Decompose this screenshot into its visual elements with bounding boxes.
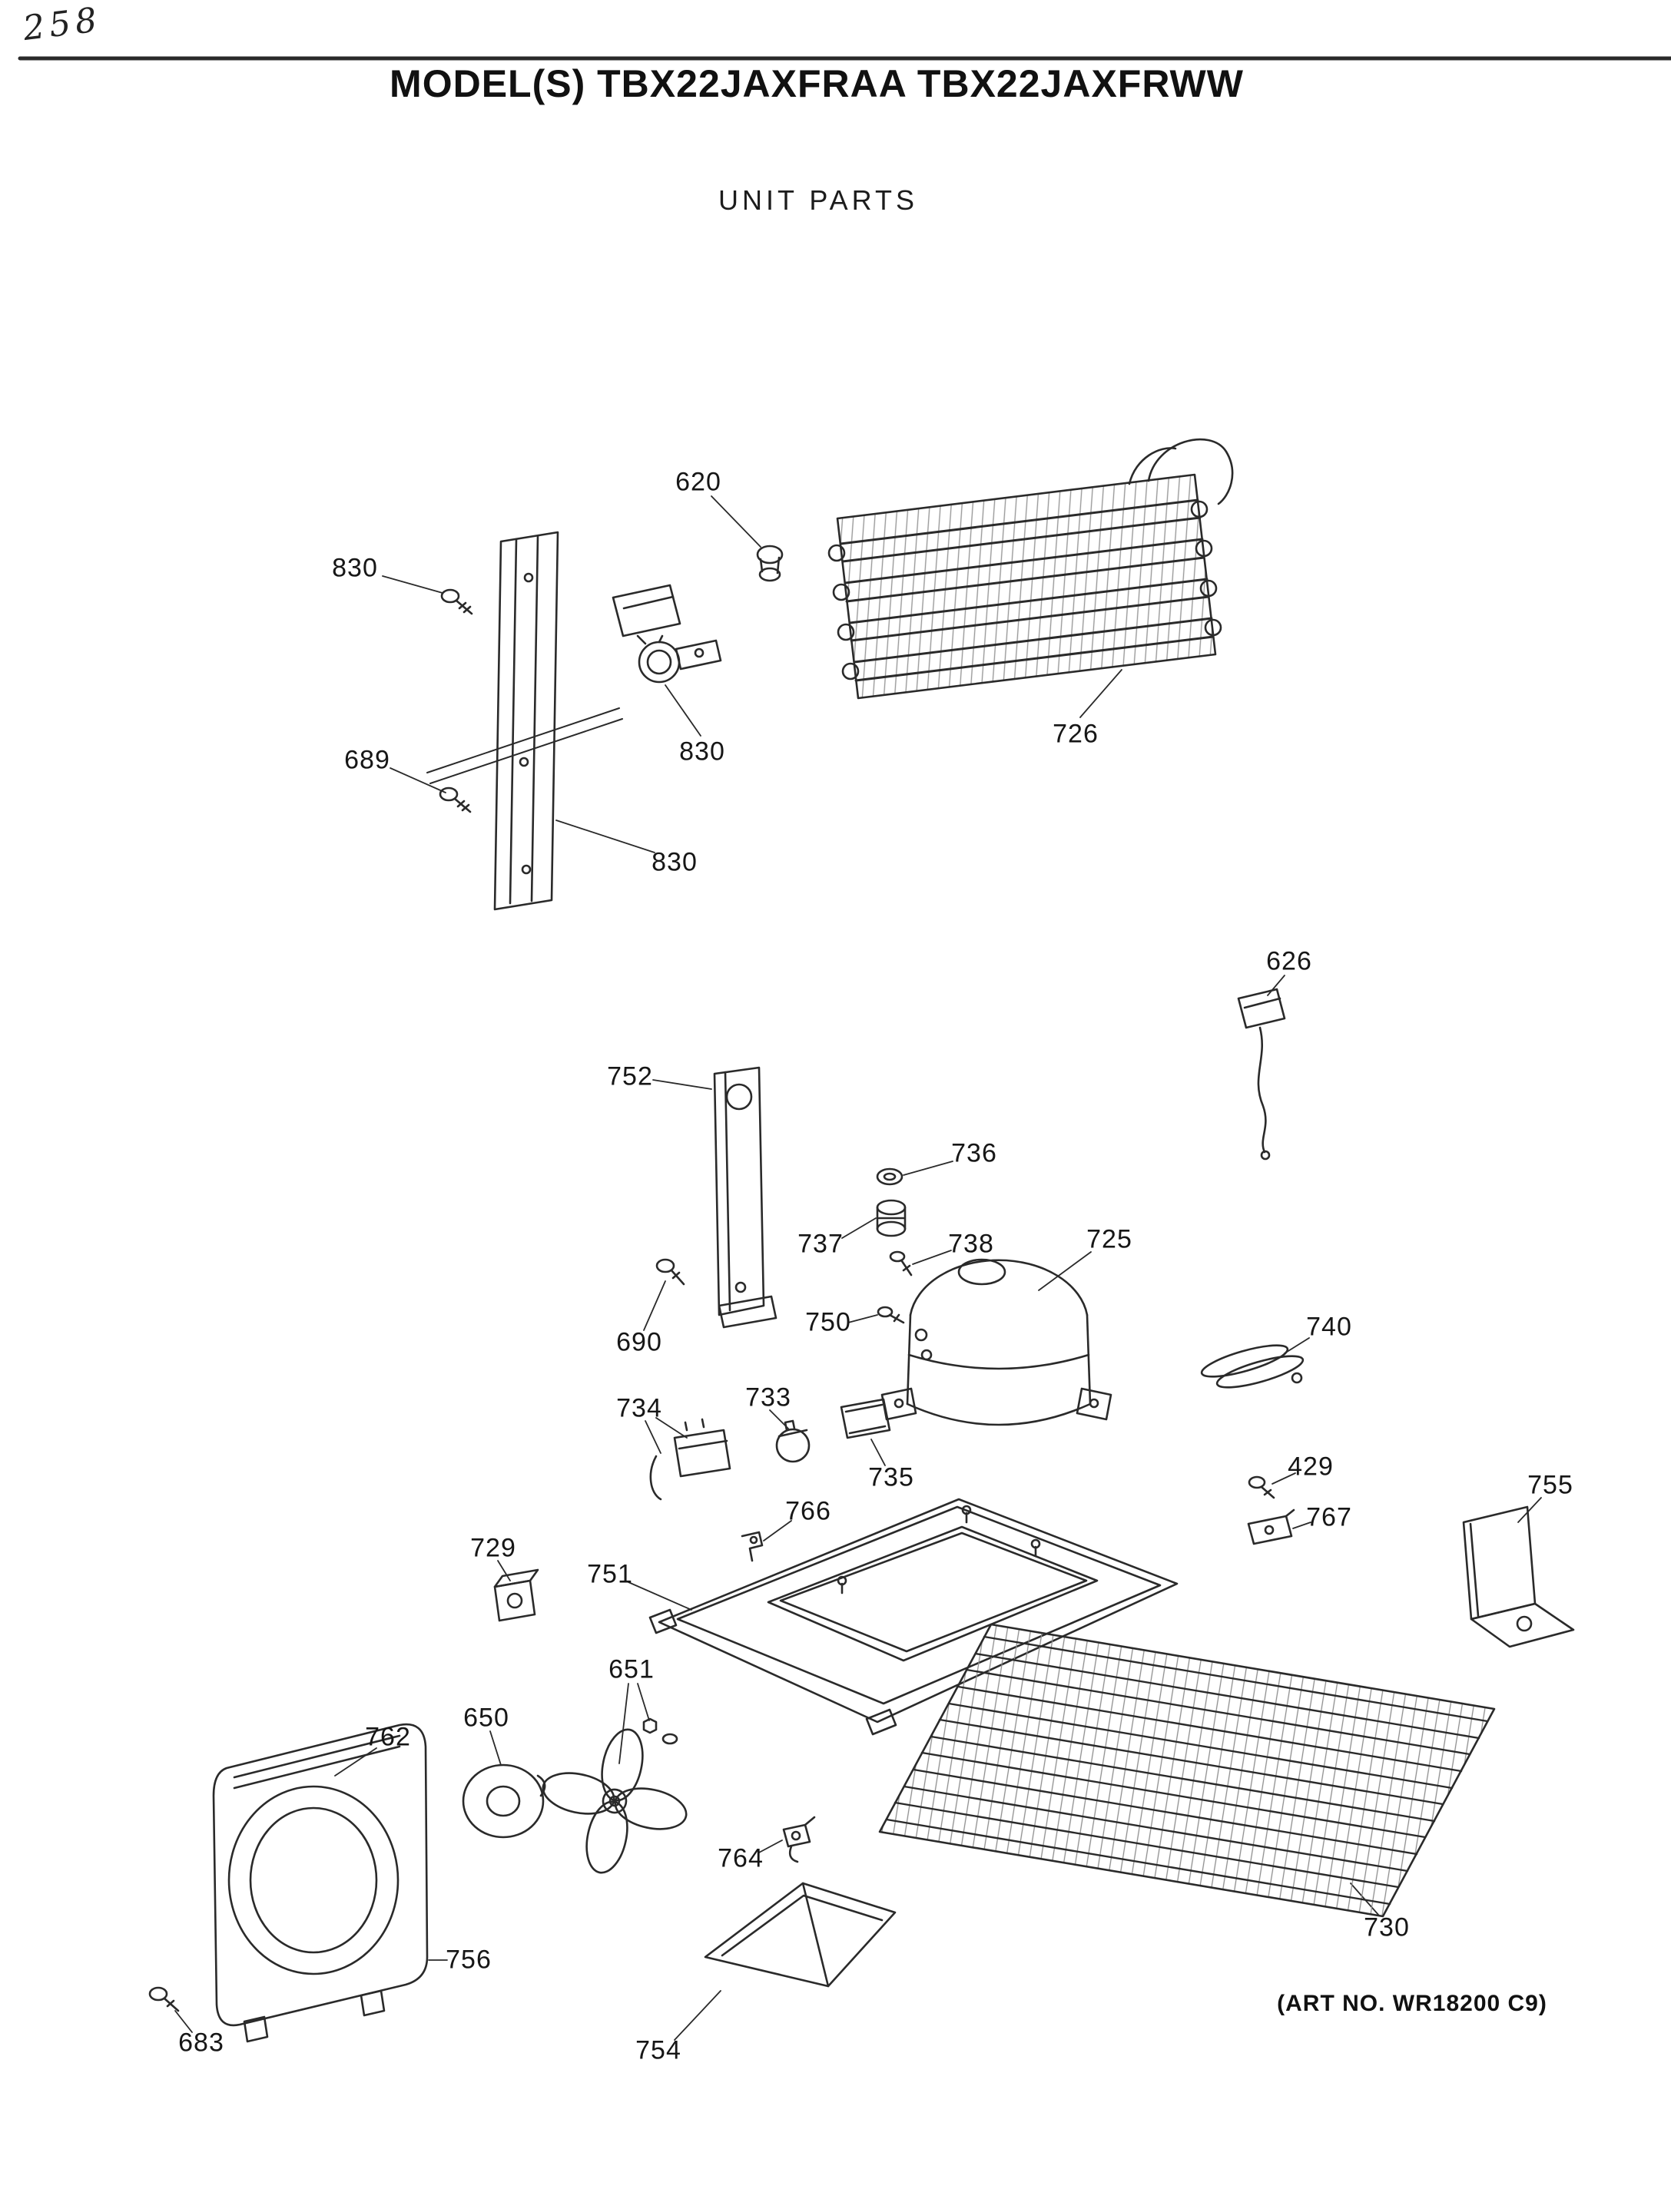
callout-738: 738 [948,1229,994,1259]
callout-736: 736 [951,1138,997,1168]
callout-429: 429 [1288,1452,1334,1482]
callout-737: 737 [797,1229,844,1259]
callout-689: 689 [344,745,390,775]
callout-766: 766 [785,1496,831,1526]
grommet-620 [756,545,784,582]
callout-830: 830 [679,737,725,767]
screw-690 [655,1258,685,1286]
clip-764 [782,1816,816,1863]
screw-683 [148,1986,180,2012]
callout-730: 730 [1364,1912,1410,1942]
page-subtitle: UNIT PARTS [718,184,919,216]
fan-motor-650 [462,1763,546,1839]
page-title: MODEL(S) TBX22JAXFRAA TBX22JAXFRWW [390,62,1244,105]
fan-blade-651 [542,1717,688,1874]
mount-737 [876,1199,907,1237]
tube-clamp-assembly [612,584,722,684]
callout-830: 830 [651,847,698,877]
angle-bracket-755 [1462,1505,1575,1648]
callout-726: 726 [1053,719,1099,749]
screw-429 [1248,1475,1275,1499]
grommet-block-729 [493,1568,539,1622]
relay-cover-735 [840,1398,891,1439]
clip-766 [741,1531,764,1562]
bracket-752 [713,1066,777,1329]
callout-767: 767 [1306,1502,1352,1532]
wire-clip-740 [1200,1344,1305,1389]
compressor-base-pan [648,1498,1179,1736]
callout-733: 733 [745,1382,791,1412]
callout-626: 626 [1266,946,1312,976]
callout-690: 690 [616,1327,662,1357]
callout-735: 735 [868,1462,914,1492]
callout-734: 734 [616,1393,662,1423]
drain-trough-754 [704,1882,897,1988]
callout-762: 762 [365,1722,411,1752]
screw-689 [439,786,472,813]
callout-764: 764 [718,1843,764,1873]
callout-830: 830 [332,553,378,583]
callout-756: 756 [446,1945,492,1975]
stud-750 [877,1306,905,1324]
callout-729: 729 [470,1533,516,1563]
relay-734 [649,1418,731,1501]
callout-755: 755 [1527,1470,1573,1500]
callout-725: 725 [1086,1224,1132,1254]
callout-752: 752 [607,1061,653,1091]
compressor-725 [880,1258,1112,1426]
condenser-coil [878,1623,1496,1918]
thermostat-626 [1237,988,1286,1161]
callout-751: 751 [587,1559,633,1589]
callout-750: 750 [805,1307,851,1337]
grommet-736 [876,1167,903,1186]
screw-830 [440,588,473,615]
fan-shroud [212,1723,429,2043]
overload-733 [775,1419,811,1463]
art-number: (ART NO. WR18200 C9) [1277,1991,1547,2016]
callout-650: 650 [463,1703,509,1733]
callout-620: 620 [675,467,721,497]
callout-754: 754 [635,2035,681,2065]
callout-740: 740 [1306,1312,1352,1342]
callout-651: 651 [608,1654,655,1684]
bracket-767 [1247,1508,1295,1545]
leader-lines [174,495,1542,2041]
pin-738 [889,1250,913,1277]
mounting-bracket-830 [426,531,623,911]
evaporator-coil [827,438,1234,700]
callout-683: 683 [178,2028,224,2058]
